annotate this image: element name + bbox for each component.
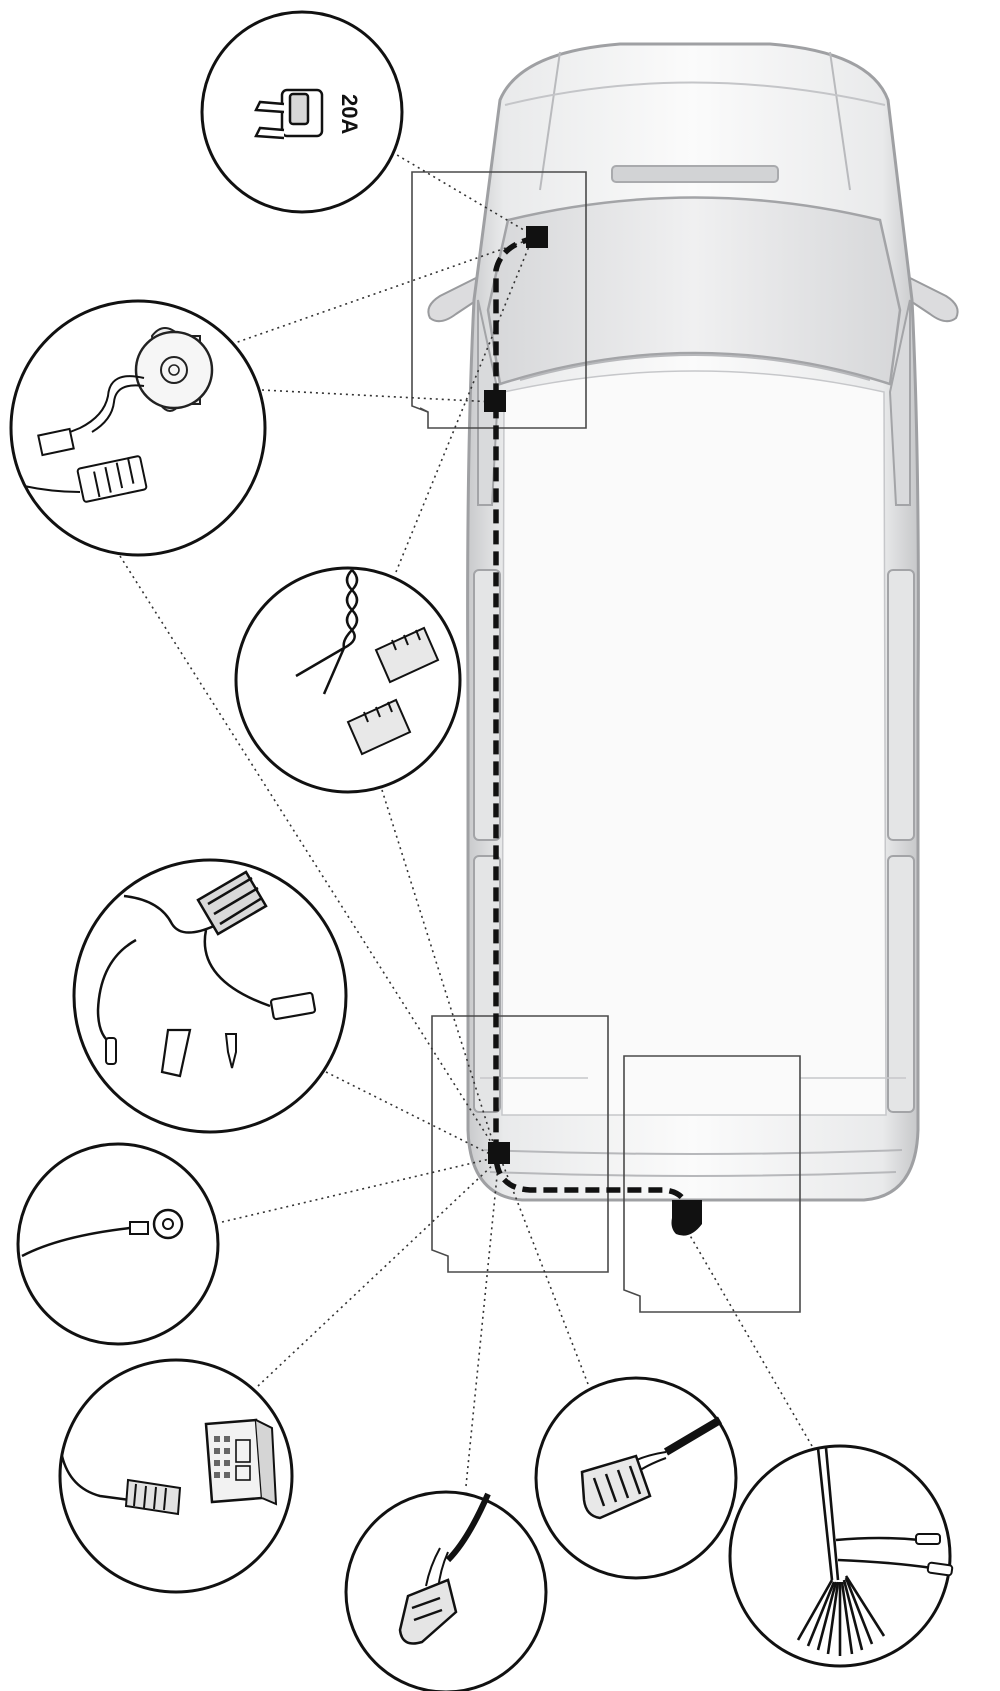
detail-frame-front — [411, 171, 587, 429]
detail-frame-rear-right — [623, 1055, 801, 1313]
wiring-harness — [484, 226, 702, 1236]
connector-plug-icon — [124, 1478, 182, 1516]
bullet-connector-icon — [269, 991, 317, 1021]
fuse-rating-label: 20A — [337, 94, 362, 134]
oval-connector-icon — [398, 1578, 458, 1645]
right-mirror — [904, 276, 959, 323]
splice-connector-icon — [346, 626, 440, 756]
callout-control-module — [58, 1358, 294, 1594]
callout-vehicle-connector — [344, 1490, 548, 1691]
buzzer-icon — [134, 327, 214, 412]
spade-terminal-icon — [160, 1028, 192, 1078]
callout-multi-pin-plug — [534, 1376, 738, 1580]
vehicle-top-view — [427, 42, 959, 1202]
left-mirror — [427, 276, 482, 323]
callout-socket-wire-bundle — [728, 1444, 954, 1668]
multi-pin-connector-icon — [196, 870, 268, 936]
connector-block-buzzer — [484, 390, 506, 412]
windscreen — [486, 196, 902, 386]
callout-ring-terminal — [16, 1142, 220, 1346]
callout-adapter-harness — [72, 858, 348, 1134]
callout-splice-connectors — [234, 566, 462, 794]
towbar-socket — [671, 1200, 702, 1236]
callout-buzzer — [9, 299, 267, 557]
connector-block-rear — [488, 1142, 510, 1164]
connector-block-fuse — [526, 226, 548, 248]
multi-pin-connector-icon — [580, 1454, 652, 1520]
callout-leader-lines — [119, 151, 813, 1487]
wire-bundle-icon — [796, 1447, 933, 1656]
connector-plug-icon — [37, 427, 148, 503]
callout-fuse: 20A — [200, 10, 404, 214]
control-module-icon — [204, 1418, 278, 1506]
fuse-icon — [254, 88, 324, 140]
detail-frame-rear-left — [431, 1015, 609, 1273]
detail-frames — [411, 171, 801, 1313]
twisted-wire-icon — [295, 569, 359, 695]
